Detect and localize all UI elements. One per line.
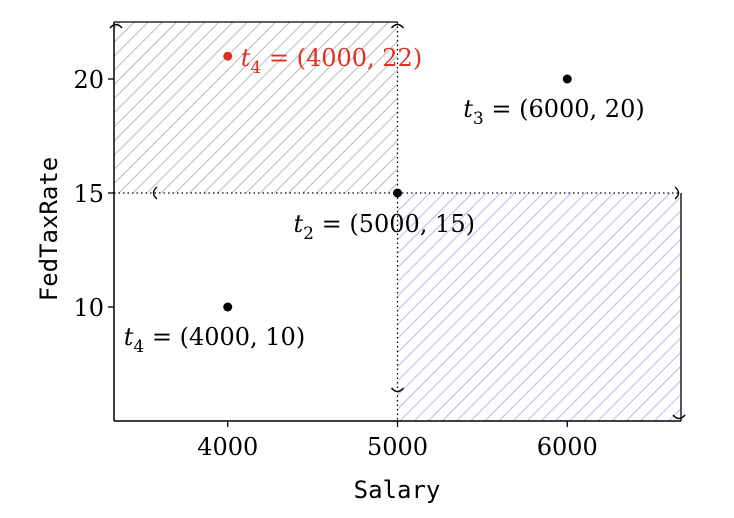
point-label: t3 = (6000, 20) [463, 95, 644, 129]
data-point [393, 188, 402, 198]
hook-top-mid [390, 23, 405, 29]
x-axis-label: Salary [354, 476, 441, 504]
data-point [223, 302, 233, 312]
hook-right-boundary [674, 186, 680, 200]
point-label: t4 = (4000, 10) [124, 323, 305, 357]
hook-left-boundary [152, 186, 158, 200]
region-lower-right [397, 193, 681, 421]
hook-bottom-right [672, 414, 686, 420]
region-upper-left [114, 22, 398, 193]
data-point [223, 51, 233, 61]
y-tick-label: 15 [73, 180, 104, 208]
y-axis-label: FedTaxRate [35, 157, 63, 302]
y-tick-label: 10 [73, 294, 104, 322]
tick-marks: 4000 5000 6000 10 15 20 [73, 66, 597, 461]
data-point [562, 74, 572, 84]
point-label: t4 = (4000, 22) [241, 44, 422, 78]
data-points: t4 = (4000, 10) t2 = (5000, 15) t3 = (6000… [124, 44, 645, 357]
x-tick-label: 4000 [197, 433, 258, 461]
y-tick-label: 20 [73, 66, 104, 94]
hook-top-left [109, 23, 123, 29]
hook-vertical-boundary [390, 387, 405, 393]
shaded-regions [114, 22, 681, 421]
point-label: t2 = (5000, 15) [294, 210, 475, 244]
x-tick-label: 6000 [537, 433, 598, 461]
x-tick-label: 5000 [367, 433, 428, 461]
